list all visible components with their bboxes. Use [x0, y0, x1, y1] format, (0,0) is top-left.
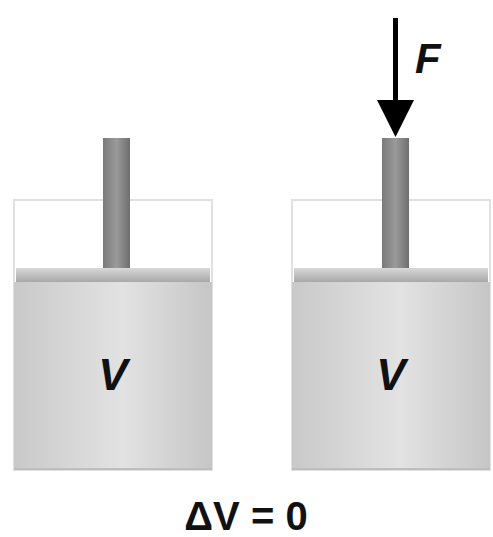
right-cylinder [292, 138, 490, 470]
volume-change-label: ΔV = 0 [184, 496, 307, 536]
force-arrow [377, 18, 414, 137]
force-label: F [415, 38, 441, 80]
left-cylinder [14, 138, 212, 470]
cylinder-body: V [292, 282, 490, 470]
volume-symbol: V [98, 353, 127, 397]
volume-symbol: V [376, 353, 405, 397]
cylinder-body: V [14, 282, 212, 470]
